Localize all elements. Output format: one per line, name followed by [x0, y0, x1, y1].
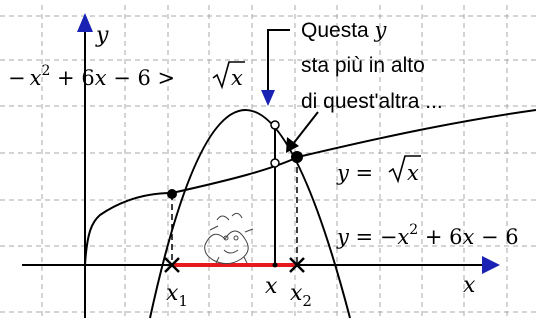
intersection-point-x2 — [291, 151, 303, 163]
svg-text:−x2 + 6x − 6 >: −x2 + 6x − 6 > — [8, 63, 175, 90]
svg-text:sta più in alto: sta più in alto — [301, 54, 425, 77]
x-axis-label: x — [463, 273, 476, 298]
cartoon-creature-icon — [204, 212, 254, 265]
parabola-curve-label: y = −x2 + 6x − 6 — [336, 222, 519, 249]
svg-text:di quest'altra ...: di quest'altra ... — [301, 90, 443, 113]
down-arrow-icon — [261, 90, 275, 106]
parabola-point-at-x — [270, 120, 280, 130]
x-mid-label: x — [265, 274, 278, 299]
svg-text:x: x — [231, 66, 243, 90]
sqrt-sign-icon — [212, 61, 245, 90]
inequality-label: −x2 + 6x − 6 > x — [8, 61, 245, 90]
sqrt-point-at-x — [270, 158, 280, 168]
x-axis-arrow-icon — [482, 256, 500, 274]
sqrt-curve — [84, 109, 536, 266]
diagonal-arrow-line — [292, 111, 319, 145]
x1-label: x1 — [166, 281, 188, 310]
axes — [22, 13, 500, 318]
x2-label: x2 — [290, 281, 312, 310]
parabola-curve — [149, 109, 351, 319]
svg-text:x: x — [407, 161, 419, 185]
diagonal-arrow-icon — [286, 137, 299, 153]
y-axis-arrow-icon — [77, 13, 93, 32]
annotation-text: Questa y sta più in alto di quest'altra … — [301, 18, 443, 113]
y-axis-label: y — [95, 23, 109, 48]
x2-cross-icon — [289, 257, 305, 273]
x-point-on-axis — [272, 262, 278, 268]
sqrt-curve-label: y = x — [336, 155, 421, 185]
svg-text:Questa y: Questa y — [301, 18, 388, 42]
points — [164, 120, 305, 273]
sqrt-sign-icon — [388, 155, 421, 184]
annotation-arrows — [261, 29, 319, 153]
intersection-point-x1 — [167, 189, 177, 199]
x1-cross-icon — [164, 257, 180, 273]
svg-text:y =: y = — [336, 161, 373, 185]
